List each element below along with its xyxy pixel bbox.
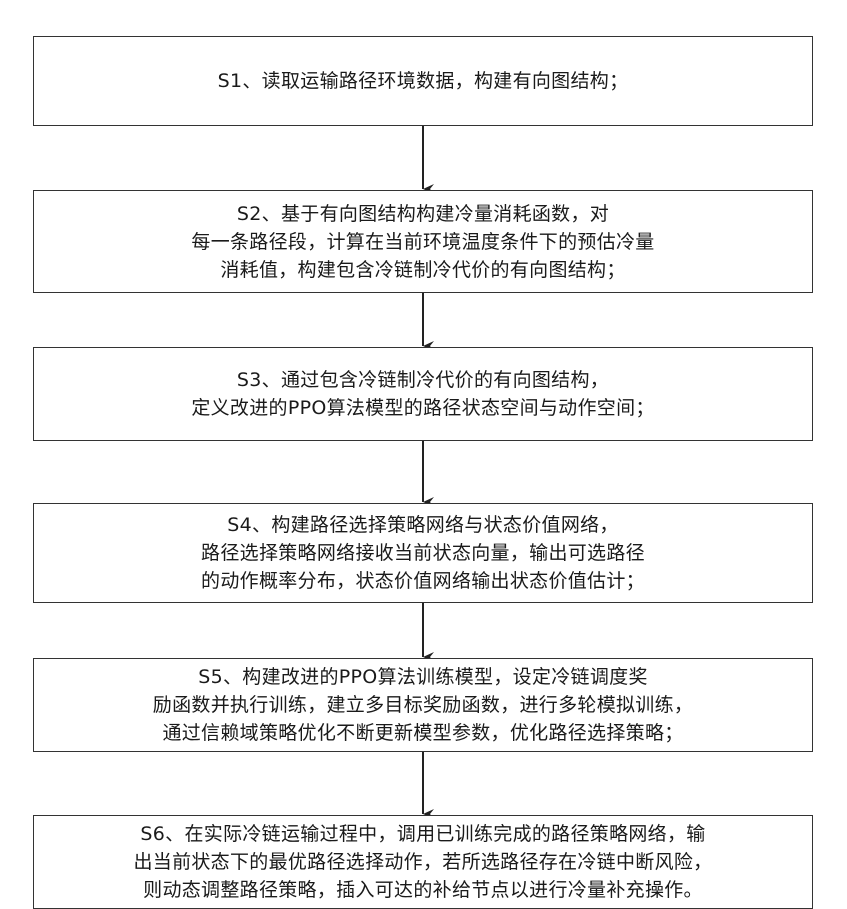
step-s5-line-3: 通过信赖域策略优化不断更新模型参数，优化路径选择策略；	[162, 719, 683, 747]
step-box-s2: S2、基于有向图结构构建冷量消耗函数，对 每一条路径段，计算在当前环境温度条件下…	[33, 190, 813, 293]
step-s2-line-2: 每一条路径段，计算在当前环境温度条件下的预估冷量	[191, 228, 654, 256]
step-s2-line-1: S2、基于有向图结构构建冷量消耗函数，对	[237, 200, 609, 228]
step-s3-line-1: S3、通过包含冷链制冷代价的有向图结构，	[237, 366, 609, 394]
step-box-s5: S5、构建改进的PPO算法训练模型，设定冷链调度奖 励函数并执行训练，建立多目标…	[33, 658, 813, 752]
step-s4-line-3: 的动作概率分布，状态价值网络输出状态价值估计；	[201, 567, 645, 595]
step-s5-line-2: 励函数并执行训练，建立多目标奖励函数，进行多轮模拟训练，	[153, 691, 693, 719]
step-box-s1: S1、读取运输路径环境数据，构建有向图结构；	[33, 36, 813, 126]
step-box-s4: S4、构建路径选择策略网络与状态价值网络， 路径选择策略网络接收当前状态向量，输…	[33, 503, 813, 603]
step-s4-line-2: 路径选择策略网络接收当前状态向量，输出可选路径	[201, 539, 645, 567]
step-box-s6: S6、在实际冷链运输过程中，调用已训练完成的路径策略网络，输 出当前状态下的最优…	[33, 815, 813, 909]
step-s4-line-1: S4、构建路径选择策略网络与状态价值网络，	[227, 511, 618, 539]
step-s6-line-2: 出当前状态下的最优路径选择动作，若所选路径存在冷链中断风险，	[133, 848, 712, 876]
step-s3-line-2: 定义改进的PPO算法模型的路径状态空间与动作空间；	[191, 394, 654, 422]
step-s1-line-1: S1、读取运输路径环境数据，构建有向图结构；	[218, 67, 629, 95]
step-box-s3: S3、通过包含冷链制冷代价的有向图结构， 定义改进的PPO算法模型的路径状态空间…	[33, 347, 813, 441]
step-s6-line-1: S6、在实际冷链运输过程中，调用已训练完成的路径策略网络，输	[140, 820, 705, 848]
step-s5-line-1: S5、构建改进的PPO算法训练模型，设定冷链调度奖	[198, 663, 648, 691]
step-s2-line-3: 消耗值，构建包含冷链制冷代价的有向图结构；	[220, 256, 625, 284]
step-s6-line-3: 则动态调整路径策略，插入可达的补给节点以进行冷量补充操作。	[143, 876, 703, 904]
